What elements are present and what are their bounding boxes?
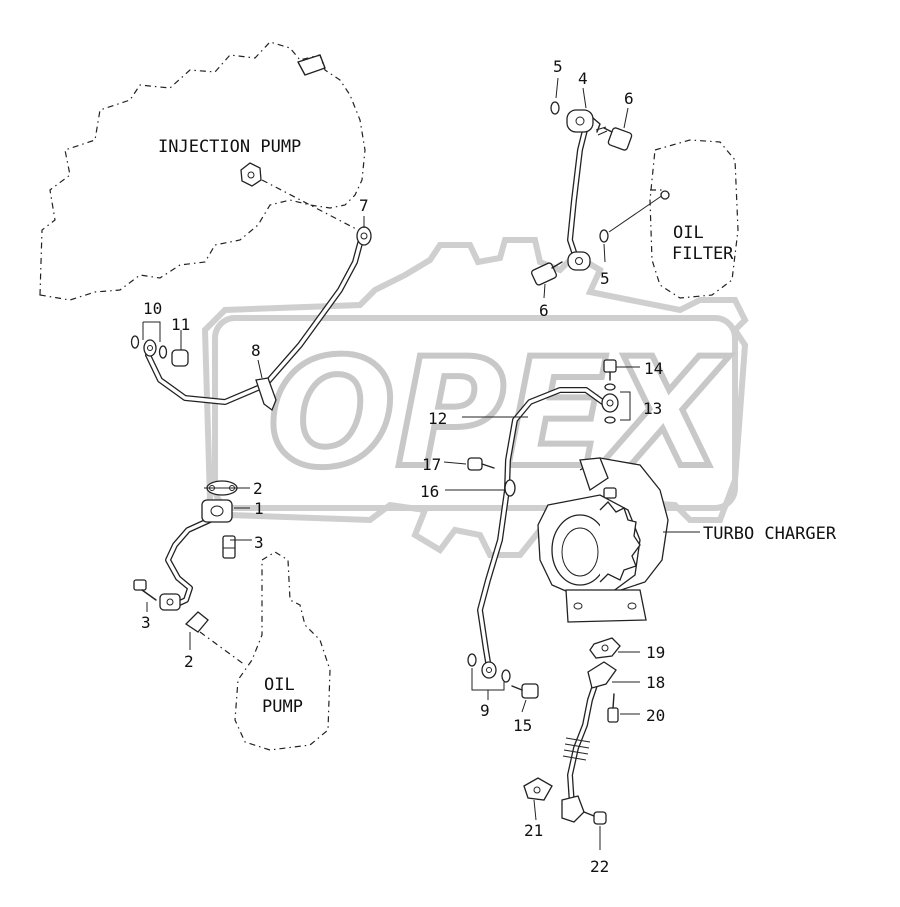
bolt-22 (583, 811, 607, 825)
watermark-frame (212, 315, 738, 511)
oil-pipe-12 (477, 387, 619, 679)
oil-filter-label-2: FILTER (672, 244, 734, 264)
callout-5-lower: 5 (600, 269, 610, 288)
bolt-15 (511, 683, 539, 699)
callout-7: 7 (359, 196, 369, 215)
bolt-3-right (222, 535, 236, 559)
banjo-bolt-6-upper (595, 126, 633, 151)
callout-20: 20 (646, 706, 665, 725)
banjo-bolt-6-lower (530, 261, 563, 286)
washers-13 (604, 383, 616, 424)
callout-9: 9 (480, 701, 490, 720)
oil-pipe-1 (159, 499, 233, 611)
bolt-20 (607, 693, 619, 723)
callout-19: 19 (646, 643, 665, 662)
callout-3-right: 3 (254, 533, 264, 552)
callout-8: 8 (251, 341, 261, 360)
bolt-14 (603, 359, 617, 381)
gasket-21 (523, 777, 553, 801)
watermark-text: OPEX (268, 327, 730, 501)
oil-pipe-8 (130, 226, 372, 412)
oil-filter-outline: OIL FILTER (649, 139, 739, 299)
callout-6-lower: 6 (539, 301, 549, 320)
washer-5-lower (599, 190, 670, 243)
washers-9 (467, 653, 511, 683)
callout-11: 11 (171, 315, 190, 334)
injection-pump-nut (240, 162, 363, 233)
callout-12: 12 (428, 409, 447, 428)
turbo-charger-label: TURBO CHARGER (703, 524, 837, 544)
callout-16: 16 (420, 482, 439, 501)
watermark-gear (201, 237, 749, 558)
injection-pump-outline: INJECTION PUMP (39, 41, 366, 301)
callout-1: 1 (254, 499, 264, 518)
callout-18: 18 (646, 673, 665, 692)
bolt-3-left (133, 579, 157, 601)
callout-2-lower: 2 (184, 652, 194, 671)
callout-6-upper: 6 (624, 89, 634, 108)
oil-pump-label-2: PUMP (262, 697, 303, 717)
callout-3-left: 3 (141, 613, 151, 632)
callout-10: 10 (143, 299, 162, 318)
bolt-17 (467, 457, 495, 471)
oil-pipe-4 (566, 109, 601, 271)
oil-filter-label-1: OIL (673, 223, 704, 243)
callout-15: 15 (513, 716, 532, 735)
oil-pump-outline: OIL PUMP (199, 551, 331, 751)
turbo-charger-leader: TURBO CHARGER (663, 524, 837, 544)
oil-pump-label-1: OIL (264, 675, 295, 695)
drain-hose (562, 737, 591, 761)
callout-17: 17 (422, 455, 441, 474)
washer-5-upper (550, 101, 560, 115)
callout-5-upper: 5 (553, 57, 563, 76)
callout-22: 22 (590, 857, 609, 876)
oil-pipe-18 (561, 661, 617, 823)
callout-2-upper: 2 (253, 479, 263, 498)
callout-21: 21 (524, 821, 543, 840)
gasket-2-lower (184, 611, 209, 633)
leader-lines (142, 77, 640, 850)
callout-14: 14 (644, 359, 663, 378)
turbo-charger (537, 457, 669, 623)
callout-13: 13 (643, 399, 662, 418)
gasket-19 (589, 637, 621, 659)
watermark: OPEX (201, 237, 749, 558)
callouts: 1 2 2 3 3 4 5 5 6 6 7 8 9 10 11 12 13 14… (141, 57, 665, 876)
callout-4: 4 (578, 69, 588, 88)
injection-pump-label: INJECTION PUMP (158, 137, 301, 157)
